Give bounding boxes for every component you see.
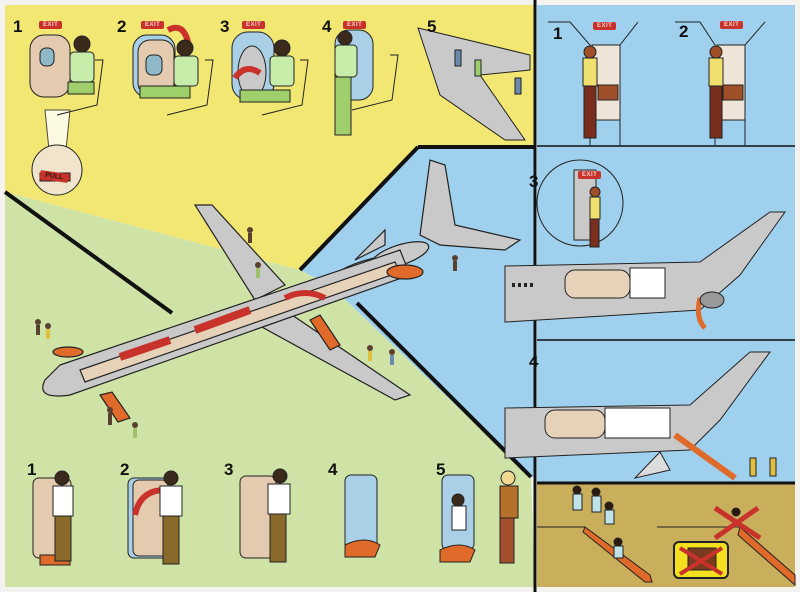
tailcone-exit-sign-2: EXIT (720, 21, 744, 29)
tailcone-exit-steps (504, 21, 786, 481)
exit-sign-step-4: EXIT (343, 21, 367, 29)
door-step-1-number: 1 (27, 460, 37, 479)
tailcone-exit-sign-1: EXIT (593, 22, 617, 30)
tailcone-step-4-number: 4 (529, 352, 539, 371)
tailcone-step-2-number: 2 (679, 22, 689, 41)
door-step-5-number: 5 (436, 460, 446, 479)
overwing-step-4-number: 4 (322, 17, 332, 36)
no-sitting-prohibited-icon (713, 505, 762, 541)
tailcone-exit-sign-3: EXIT (578, 171, 602, 179)
evacuating-passengers (35, 227, 458, 438)
slide-usage-panel (537, 485, 796, 587)
door-exit-steps (32, 468, 519, 566)
overwing-step-5-number: 5 (427, 17, 437, 36)
door-step-4-number: 4 (328, 460, 338, 479)
overwing-step-3-number: 3 (220, 17, 230, 36)
tailcone-step-1-number: 1 (553, 24, 563, 43)
overwing-exit-steps (29, 24, 531, 196)
plane-top-view (42, 159, 522, 423)
exit-sign-step-3: EXIT (242, 21, 266, 29)
door-step-2-number: 2 (120, 460, 130, 479)
tailcone-step-3-number: 3 (529, 172, 539, 191)
overwing-step-1-number: 1 (13, 17, 23, 36)
no-baggage-prohibited-icon (673, 541, 729, 579)
exit-sign-step-1: EXIT (39, 21, 63, 29)
exit-sign-step-2: EXIT (141, 21, 165, 29)
overwing-step-2-number: 2 (117, 17, 127, 36)
door-step-3-number: 3 (224, 460, 234, 479)
